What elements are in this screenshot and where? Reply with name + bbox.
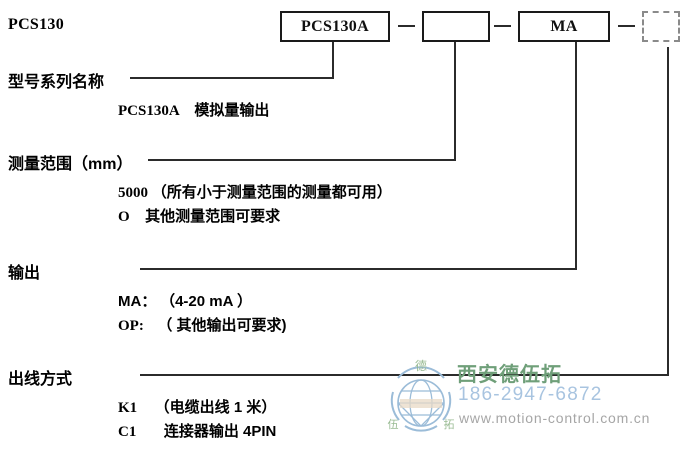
option-row-output-1: OP: （ 其他输出可要求) (118, 314, 287, 335)
option-desc: （所有小于测量范围的测量都可用） (151, 184, 392, 201)
svg-text:伍: 伍 (388, 418, 399, 431)
leader-line-4-vertical (667, 47, 669, 376)
code-separator-3 (618, 25, 635, 27)
code-box-model-series[interactable]: PCS130A (280, 11, 390, 42)
option-desc: 其他测量范围可要求 (145, 208, 281, 225)
option-desc: 连接器输出 4PIN (163, 423, 277, 440)
code-separator-1 (398, 25, 415, 27)
option-row-output-0: MA： （4-20 mA ） (118, 290, 252, 311)
option-desc: （ 其他输出可要求) (157, 317, 287, 334)
leader-line-2-vertical (454, 42, 456, 161)
leader-line-4-horizontal (140, 374, 669, 376)
option-code: C1 (118, 424, 137, 440)
watermark-phone: 186-2947-6872 (458, 384, 603, 405)
option-row-measuring-range-0: 5000 （所有小于测量范围的测量都可用） (118, 181, 392, 202)
globe-logo-icon: 德 伍 拓 (388, 358, 455, 432)
option-code: PCS130A (118, 103, 179, 119)
code-box-output[interactable]: MA (518, 11, 610, 42)
series-title: PCS130 (8, 16, 65, 33)
option-code: K1 (118, 400, 138, 416)
row-label-cable-outlet: 出线方式 (8, 371, 73, 388)
svg-text:拓: 拓 (444, 417, 455, 431)
code-box-cable-outlet[interactable] (642, 11, 680, 42)
option-row-model-series-0: PCS130A 模拟量输出 (118, 99, 269, 120)
option-row-cable-outlet-1: C1 连接器输出 4PIN (118, 420, 276, 441)
option-desc: （4-20 mA ） (160, 293, 253, 310)
option-code: 5000 (118, 185, 148, 201)
row-label-measuring-range: 测量范围（mm） (8, 156, 133, 173)
option-code: O (118, 209, 130, 225)
row-label-model-series: 型号系列名称 (8, 74, 105, 91)
code-box-measuring-range[interactable] (422, 11, 490, 42)
code-separator-2 (494, 25, 511, 27)
option-code: OP: (118, 318, 144, 334)
leader-line-2-horizontal (148, 159, 456, 161)
watermark: 德 伍 拓 西安德伍拓 186-2947-6872 www.motion-con… (385, 356, 700, 448)
leader-line-1-horizontal (130, 77, 334, 79)
row-label-output: 输出 (8, 265, 41, 282)
watermark-url: www.motion-control.com.cn (459, 410, 651, 426)
option-desc: 模拟量输出 (194, 102, 270, 119)
leader-line-1-vertical (332, 42, 334, 79)
option-row-measuring-range-1: O 其他测量范围可要求 (118, 205, 280, 226)
svg-text:德: 德 (415, 358, 427, 373)
option-desc: （电缆出线 1 米） (154, 399, 277, 416)
option-code: MA： (118, 293, 157, 310)
option-row-cable-outlet-0: K1 （电缆出线 1 米） (118, 396, 276, 417)
leader-line-3-horizontal (140, 268, 577, 270)
watermark-brand: 西安德伍拓 (457, 364, 562, 386)
leader-line-3-vertical (575, 42, 577, 270)
